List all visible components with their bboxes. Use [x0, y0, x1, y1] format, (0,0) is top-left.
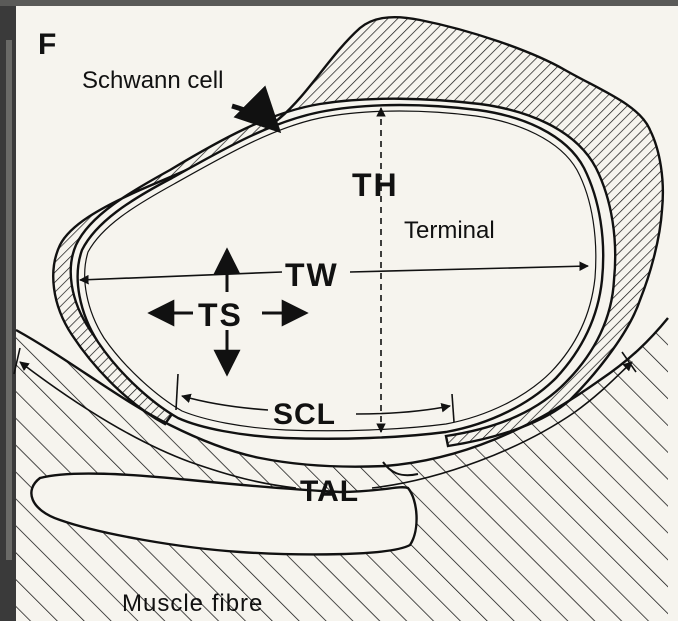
- tw-label: TW: [285, 257, 339, 293]
- ts-label: TS: [198, 297, 243, 333]
- th-label: TH: [352, 167, 399, 203]
- schwann-cell-label: Schwann cell: [82, 67, 223, 94]
- terminal-outline: [78, 105, 604, 439]
- left-plate-edge-light: [6, 40, 12, 560]
- top-plate-edge: [0, 0, 678, 6]
- muscle-fibre-label: Muscle fibre: [122, 590, 263, 617]
- scl-label: SCL: [273, 398, 336, 431]
- tal-label: TAL: [300, 475, 359, 508]
- terminal-label: Terminal: [404, 217, 495, 244]
- panel-letter: F: [38, 28, 56, 61]
